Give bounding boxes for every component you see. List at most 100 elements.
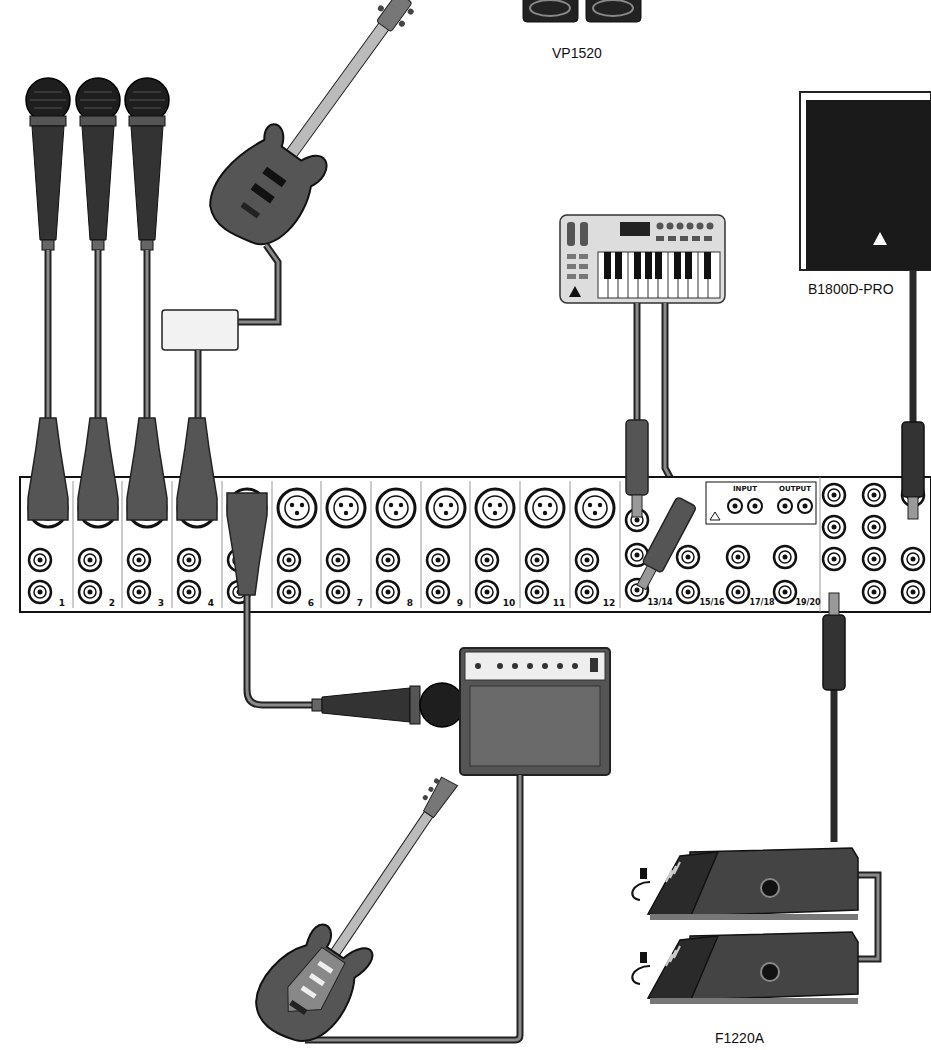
xlr-socket (228, 489, 266, 527)
key-bed (598, 252, 720, 298)
jack-socket (476, 549, 498, 571)
device-label: F1220A (715, 1031, 764, 1045)
jack-socket (774, 581, 796, 603)
pickup (301, 986, 317, 999)
monitor-front (648, 936, 718, 1002)
jack-socket (427, 549, 449, 571)
keyboard-cable (637, 303, 680, 496)
power-cord (632, 882, 650, 900)
instrument-cable (305, 775, 520, 1040)
button (567, 274, 576, 279)
knob (667, 223, 674, 230)
pickup (309, 973, 325, 986)
jack-socket (823, 484, 845, 506)
insert-socket (476, 581, 498, 603)
tuner (407, 7, 415, 15)
channel-number: 11 (553, 599, 566, 608)
mic-ring (410, 686, 420, 724)
insert-socket (228, 581, 250, 603)
power-plug (640, 868, 647, 879)
jack-socket (79, 549, 101, 571)
speaker-cabinet (586, 0, 641, 22)
channel-number: 19/20 (795, 599, 820, 607)
jack-socket (823, 516, 845, 538)
amp-grille (470, 686, 600, 766)
jack-socket (727, 581, 749, 603)
black-key (634, 252, 641, 279)
button (668, 236, 676, 241)
keyboard-body (560, 215, 725, 303)
monitor-lights (666, 862, 680, 882)
xlr-socket (79, 489, 117, 527)
knob (707, 223, 714, 230)
rca-socket (748, 499, 762, 513)
rca-sockets (728, 499, 812, 513)
channel-number: 6 (308, 599, 314, 608)
power-switch (590, 658, 598, 672)
plug-sleeve (829, 593, 839, 615)
channel-number: 13/14 (647, 599, 672, 607)
insert-socket (576, 581, 598, 603)
guitar-body (243, 910, 381, 1050)
knob (497, 663, 503, 669)
insert-socket (327, 581, 349, 603)
bass-port (761, 879, 779, 897)
di-cable (195, 350, 202, 420)
display (620, 222, 650, 236)
jack-socket (178, 549, 200, 571)
jack-socket (727, 546, 749, 568)
jack-plug (902, 422, 924, 519)
mixer-panel: 1234678910111213/1415/1617/1819/20INPUTO… (20, 477, 931, 612)
channel-number: 2 (109, 599, 115, 608)
insert-socket (427, 581, 449, 603)
plug-body (823, 615, 845, 690)
tuner (433, 778, 440, 785)
channel-number: 17/18 (749, 599, 774, 607)
plug-body (642, 497, 697, 574)
knob (697, 223, 704, 230)
black-key (685, 252, 692, 279)
di-box (162, 310, 238, 350)
knob (687, 223, 694, 230)
jack-socket (377, 549, 399, 571)
logo-triangle (569, 286, 581, 297)
jack-socket (327, 549, 349, 571)
xlr-plug (227, 493, 267, 595)
power-plug (640, 952, 647, 963)
insert-socket (79, 581, 101, 603)
knob (657, 223, 664, 230)
xlr-socket (128, 489, 166, 527)
monitor-base (650, 998, 858, 1004)
jack-socket (576, 549, 598, 571)
stage-monitor (632, 848, 858, 920)
xlr-plug (78, 418, 118, 520)
jack-socket (863, 484, 885, 506)
jack-socket (526, 549, 548, 571)
warning-triangle (710, 512, 720, 520)
rca-panel (706, 482, 816, 524)
instrument-cable-core (238, 245, 278, 322)
button (567, 264, 576, 269)
channel-number: 7 (357, 599, 363, 608)
stage-monitor (632, 932, 858, 1004)
black-key (674, 252, 681, 279)
cable (831, 612, 838, 842)
knob (527, 663, 533, 669)
button (579, 254, 588, 259)
jack-socket (823, 548, 845, 570)
xlr-inputs (29, 489, 614, 527)
xlr-socket (29, 489, 67, 527)
knob (677, 223, 684, 230)
speaker-cabinet (523, 0, 578, 22)
tuner (377, 4, 385, 12)
insert-socket (377, 581, 399, 603)
knob (572, 663, 578, 669)
guitar-neck (284, 21, 391, 162)
link-cable-core (858, 875, 878, 959)
black-key (704, 252, 711, 279)
black-key (655, 252, 662, 279)
mixer-body (20, 477, 931, 612)
pickup (262, 167, 286, 188)
jack-plug (823, 593, 845, 690)
mic-handle (322, 688, 410, 722)
